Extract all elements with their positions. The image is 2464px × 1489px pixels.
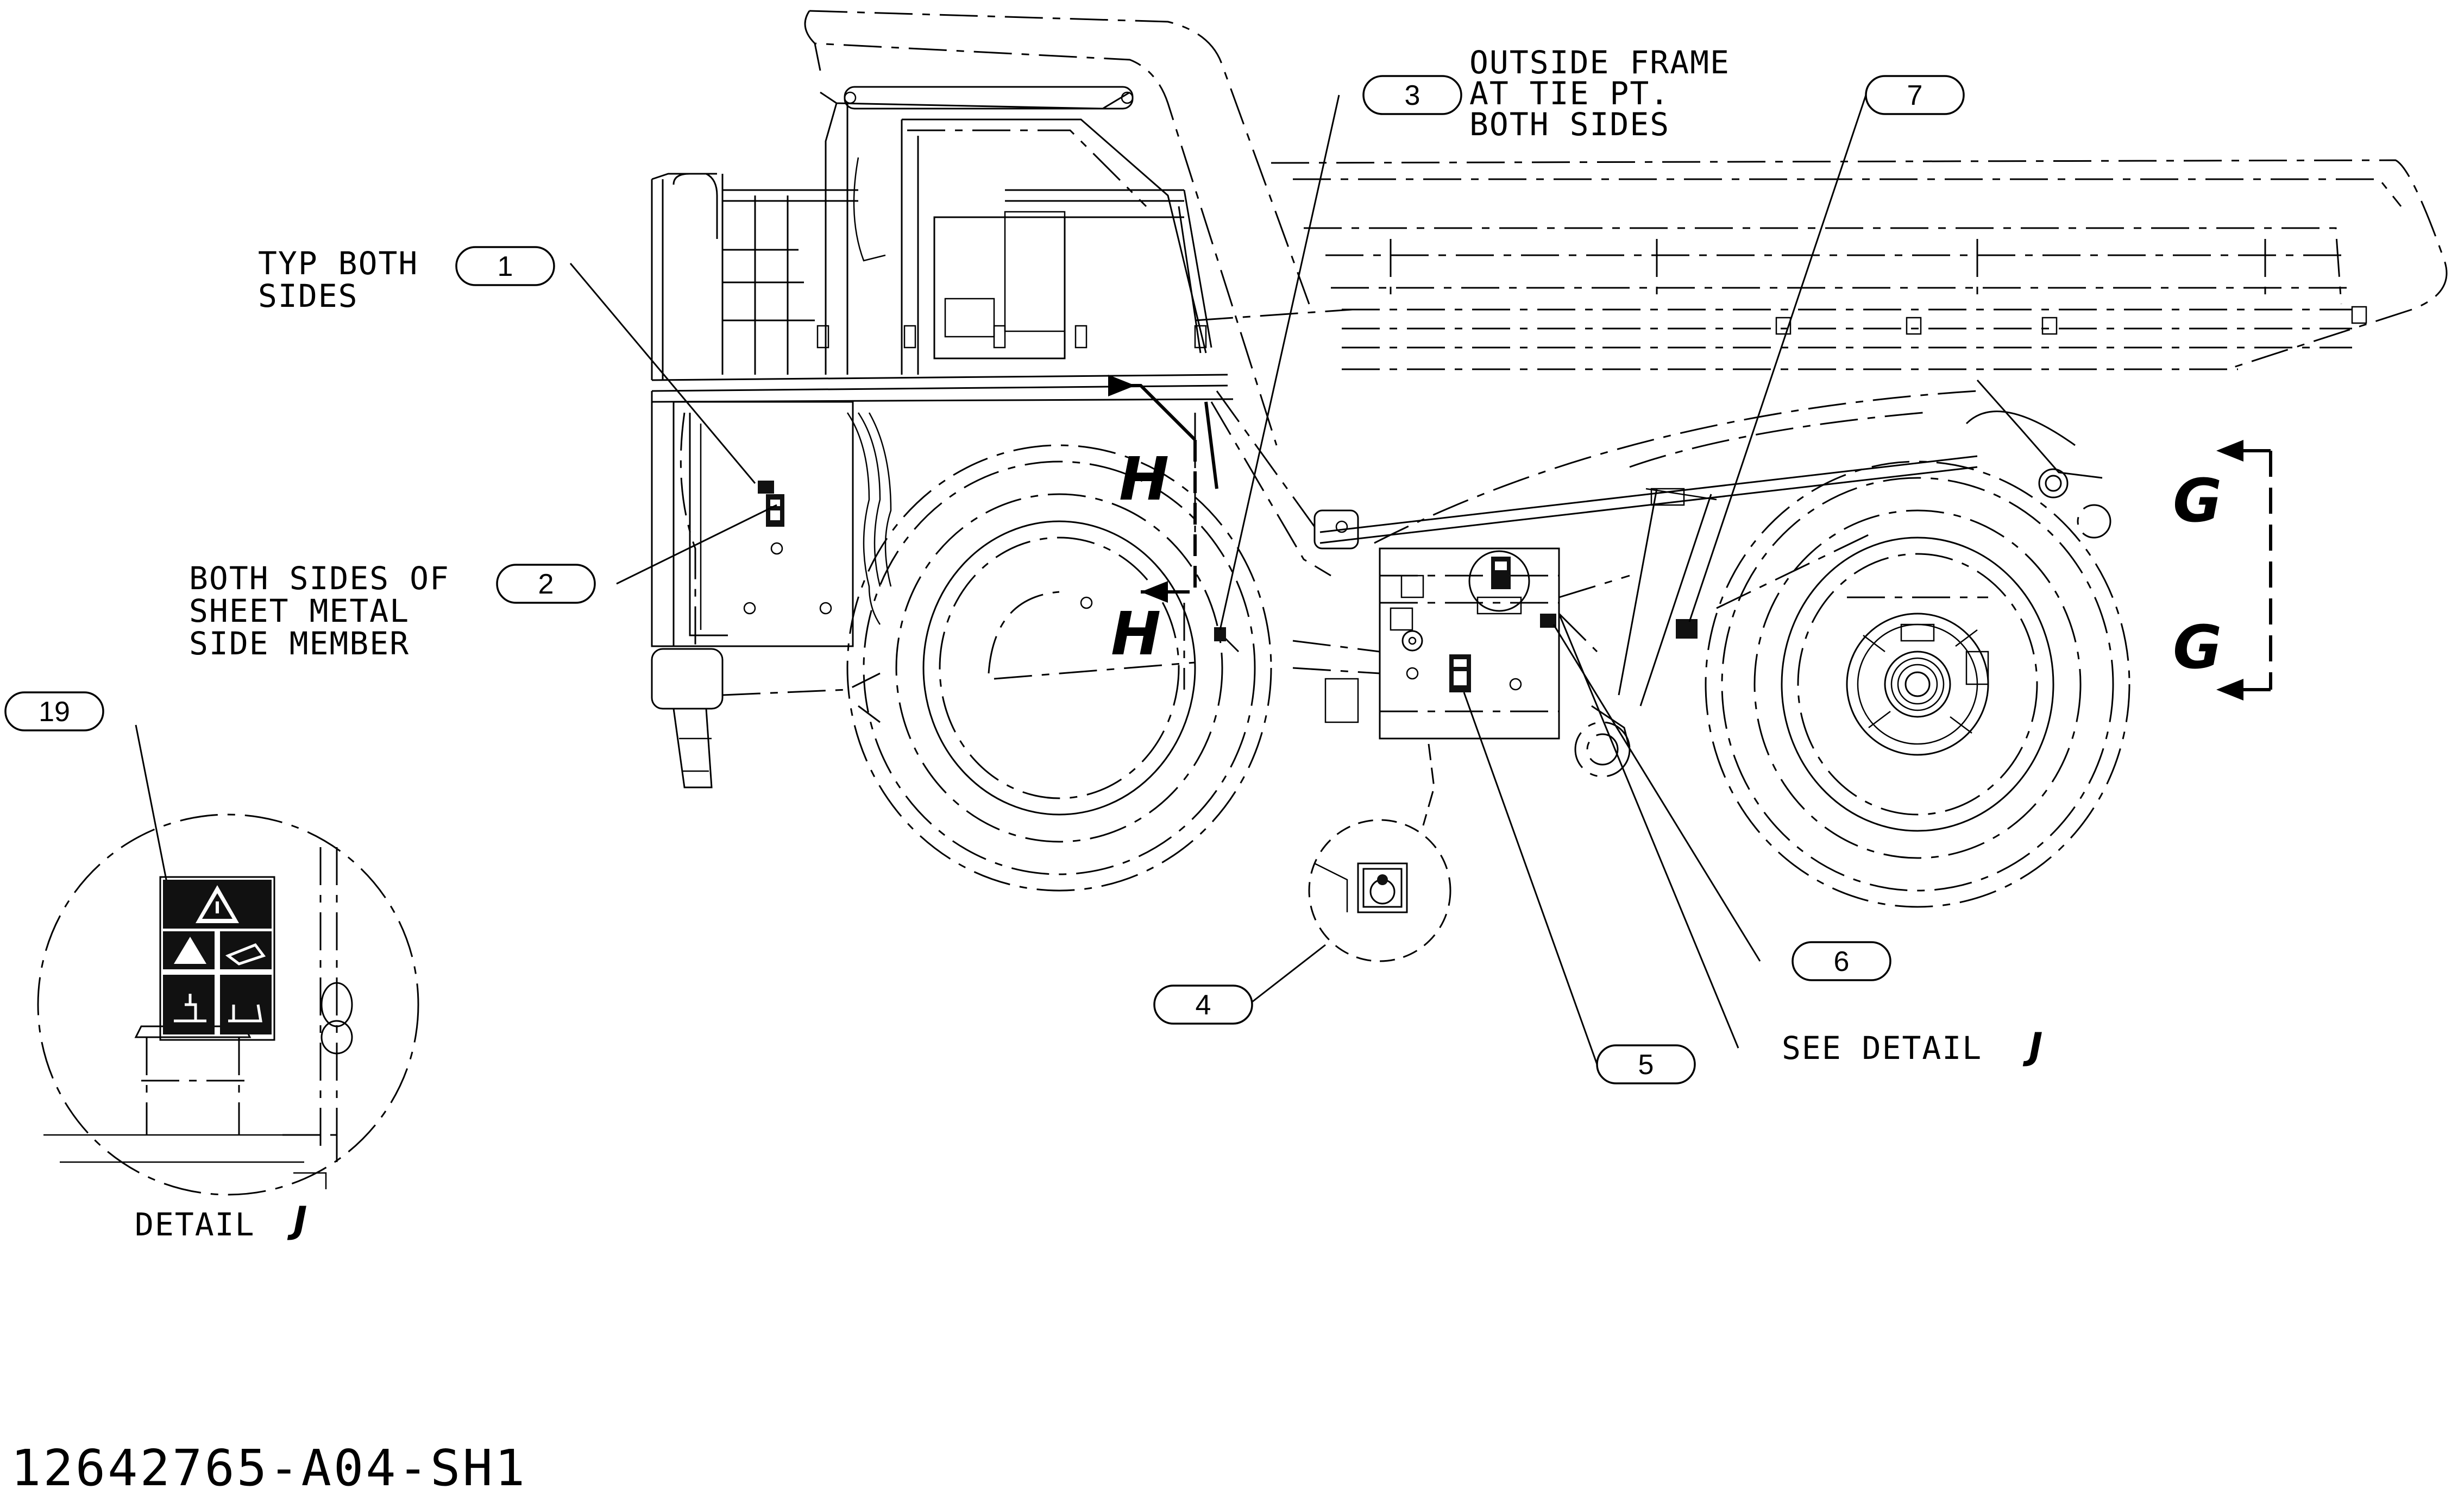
view-h-lower: H xyxy=(1111,599,1161,668)
note-typ-both-sides-line1: TYP BOTH xyxy=(258,245,418,282)
detail-j-view xyxy=(37,813,419,1196)
detail-label: DETAIL xyxy=(135,1206,255,1243)
svg-text:6: 6 xyxy=(1834,946,1850,977)
note-sheet-metal-line2: SHEET METAL xyxy=(189,592,410,629)
balloon-1: 1 xyxy=(455,246,555,286)
cab-and-platform xyxy=(651,86,1234,788)
note-outside-frame-line1: OUTSIDE FRAME xyxy=(1469,44,1730,81)
svg-text:4: 4 xyxy=(1196,989,1211,1021)
note-sheet-metal-line1: BOTH SIDES OF xyxy=(189,560,450,597)
balloon-6: 6 xyxy=(1792,941,1891,981)
svg-text:2: 2 xyxy=(538,569,554,600)
section-g-arrows xyxy=(2216,440,2272,701)
view-h-upper: H xyxy=(1119,444,1169,514)
detail-circle-item-4 xyxy=(1308,819,1451,962)
note-outside-frame-line2: AT TIE PT. xyxy=(1469,75,1670,112)
balloon-3: 3 xyxy=(1362,75,1462,115)
svg-text:19: 19 xyxy=(39,696,70,728)
svg-text:7: 7 xyxy=(1907,80,1923,111)
balloon-5: 5 xyxy=(1596,1044,1696,1084)
detail-j-letter: J xyxy=(287,1199,307,1242)
dump-body-outline xyxy=(804,10,2448,539)
section-h-arrows xyxy=(1108,375,1218,603)
decal-7-marker xyxy=(1676,619,1698,639)
balloon-7: 7 xyxy=(1865,75,1965,115)
note-sheet-metal-line3: SIDE MEMBER xyxy=(189,625,410,662)
note-outside-frame-line3: BOTH SIDES xyxy=(1469,106,1670,143)
document-number: 12642765-A04-SH1 xyxy=(11,1439,527,1489)
main-frame xyxy=(1194,390,1978,778)
decal-1-marker xyxy=(758,481,774,494)
decal-markers xyxy=(758,481,1698,692)
view-g-lower: G xyxy=(2173,613,2222,682)
balloon-19: 19 xyxy=(4,691,104,731)
rear-wheel xyxy=(1705,460,2130,908)
view-g-upper: G xyxy=(2173,466,2222,535)
note-typ-both-sides-line2: SIDES xyxy=(258,277,359,314)
front-wheel xyxy=(846,444,1272,892)
balloon-2: 2 xyxy=(496,564,596,604)
see-detail-j-letter: J xyxy=(2022,1025,2042,1068)
balloon-4: 4 xyxy=(1153,985,1253,1025)
svg-text:3: 3 xyxy=(1405,80,1420,111)
svg-text:1: 1 xyxy=(498,251,513,282)
svg-text:5: 5 xyxy=(1638,1049,1654,1081)
decal-3-marker xyxy=(1214,627,1226,641)
note-see-detail: SEE DETAIL xyxy=(1782,1030,1982,1067)
leader-lines xyxy=(135,94,1867,1065)
